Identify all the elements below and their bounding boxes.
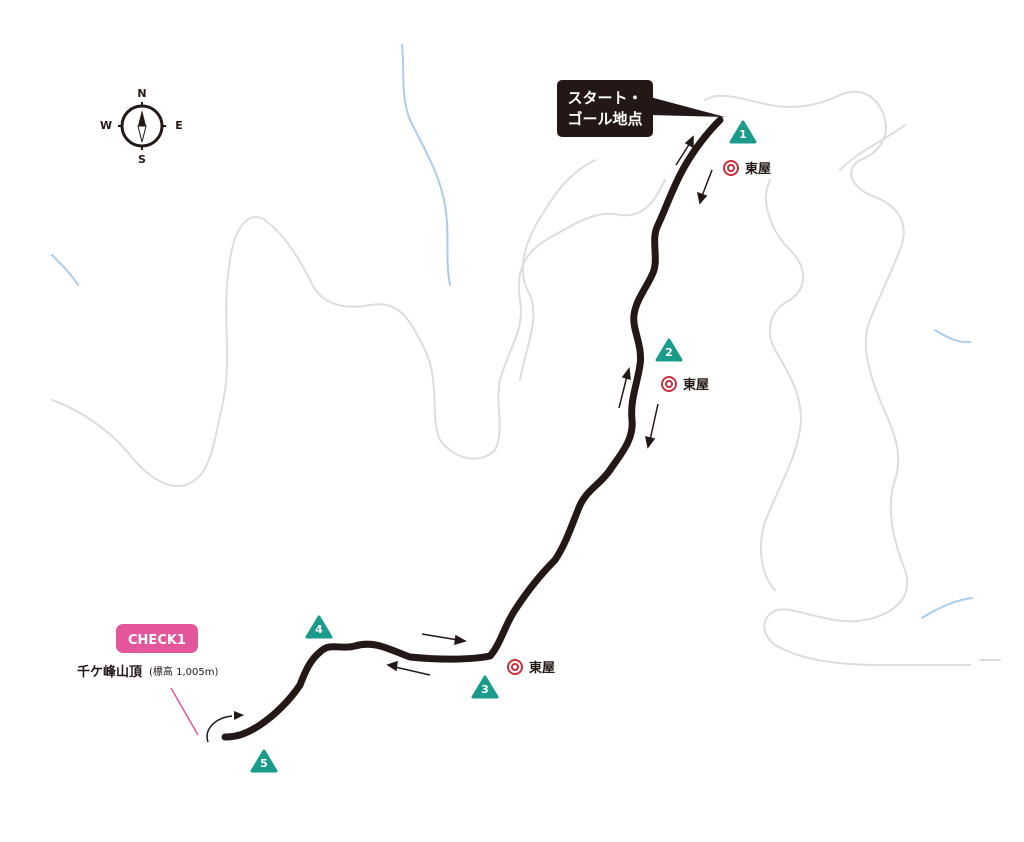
shelter-icon: [661, 376, 677, 392]
compass-needle-north: [138, 110, 146, 126]
terrain-contours: [51, 90, 1001, 667]
check-callout: CHECK1 千ケ峰山頂 (標高 1,005m): [77, 624, 218, 736]
shelter-icon: [723, 160, 739, 176]
summit-loop-arrowhead: [234, 711, 244, 720]
rivers: [51, 44, 973, 619]
checkpoint-triangle-icon: [250, 749, 278, 773]
compass-south-label: S: [138, 153, 146, 166]
shelter-2: 東屋: [661, 376, 709, 393]
compass-west-label: W: [100, 119, 112, 132]
checkpoint-number: 4: [315, 623, 323, 636]
hiking-route: [221, 116, 724, 741]
compass-east-label: E: [175, 119, 183, 132]
checkpoint-number: 3: [481, 683, 489, 696]
start-goal-callout: スタート・ ゴール地点: [557, 80, 725, 137]
start-goal-line2: ゴール地点: [567, 110, 642, 128]
check-badge-label: CHECK1: [128, 633, 186, 648]
checkpoint-number: 1: [739, 128, 747, 141]
shelter-1: 東屋: [723, 160, 771, 177]
checkpoint-triangle-icon: [471, 675, 499, 699]
summit-name: 千ケ峰山頂: [77, 664, 143, 680]
checkpoint-3: 3: [471, 675, 499, 699]
checkpoint-triangle-icon: [305, 615, 333, 639]
summit-loop-arrow: [206, 715, 233, 743]
checkpoint-number: 2: [665, 346, 673, 359]
summit-elevation: (標高 1,005m): [149, 665, 218, 678]
check-leader-line: [170, 687, 199, 736]
checkpoint-triangle-icon: [655, 338, 683, 362]
compass-north-label: N: [137, 87, 146, 100]
shelter-3: 東屋: [507, 659, 555, 676]
checkpoint-4: 4: [305, 615, 333, 639]
shelter-label: 東屋: [745, 161, 771, 177]
start-goal-line1: スタート・: [567, 89, 642, 107]
compass-rose: N S W E: [100, 87, 183, 166]
compass-needle-south: [137, 125, 147, 143]
checkpoint-5: 5: [250, 749, 278, 773]
callout-pointer: [650, 97, 725, 117]
callout-box: [557, 80, 653, 137]
check-badge: [116, 624, 198, 653]
checkpoint-number: 5: [260, 757, 268, 770]
direction-arrows: [386, 135, 713, 676]
checkpoint-triangle-icon: [729, 120, 757, 144]
shelter-icon: [507, 659, 523, 675]
checkpoint-1: 1: [729, 120, 757, 144]
checkpoint-2: 2: [655, 338, 683, 362]
shelter-label: 東屋: [529, 660, 555, 676]
shelter-label: 東屋: [683, 377, 709, 393]
